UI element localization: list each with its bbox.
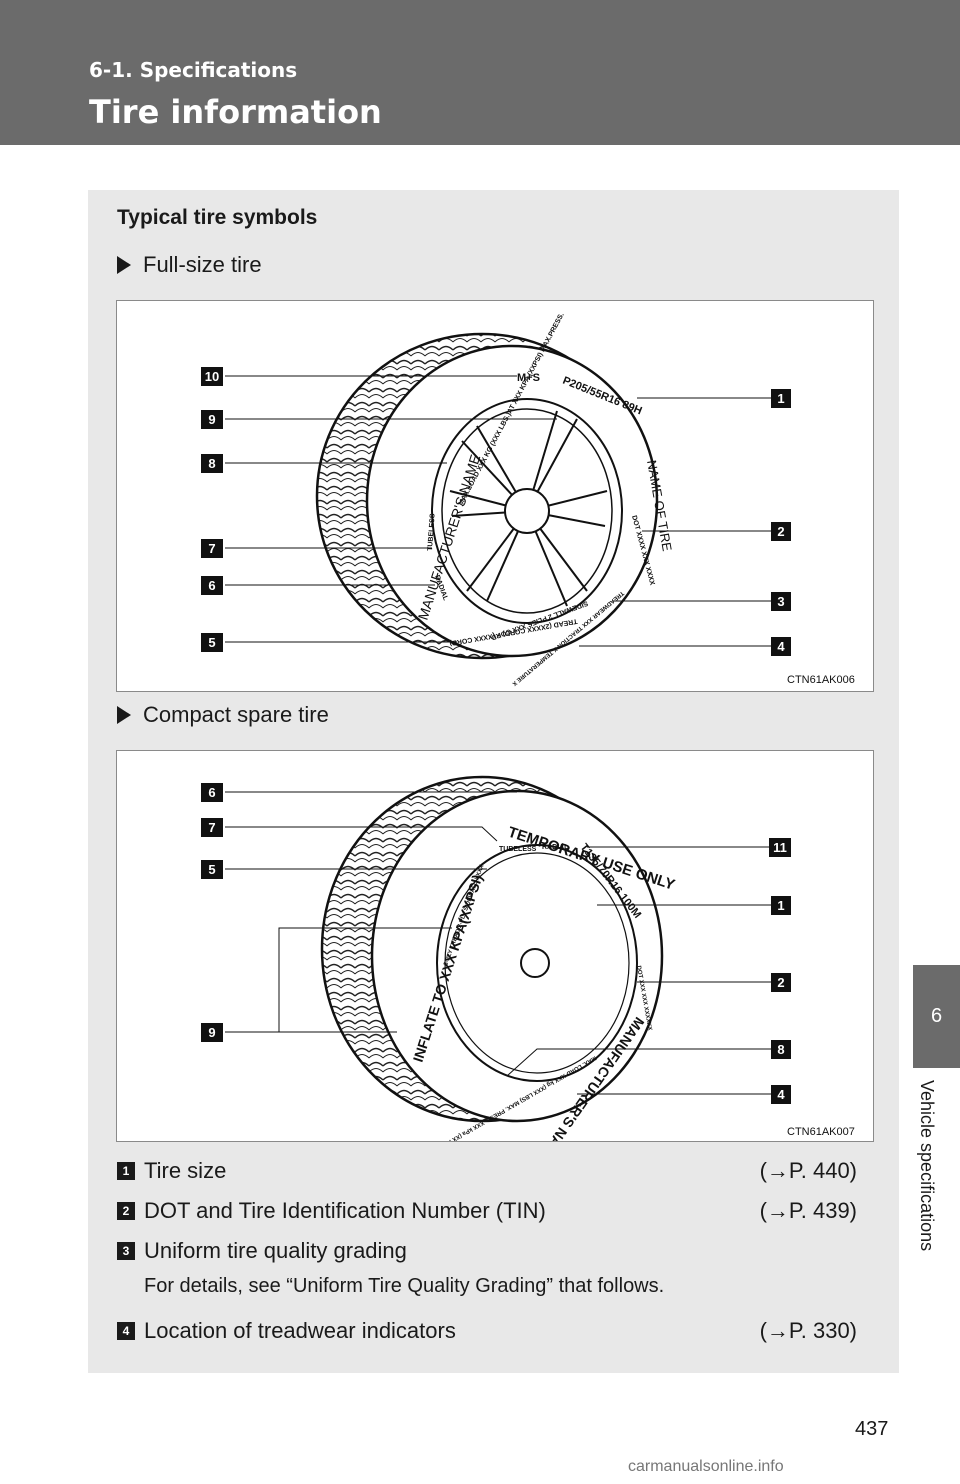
legend-item-dot-tin: 2 DOT and Tire Identification Number (TI… xyxy=(117,1198,857,1224)
full-size-tire-drawing: M+S P205/55R16 89H NAME OF TIRE MANUFACT… xyxy=(201,312,855,686)
page-title: Tire information xyxy=(89,93,382,131)
compact-label: Compact spare tire xyxy=(143,702,329,727)
callout-7: 7 xyxy=(208,820,215,835)
compact-tire-drawing: TEMPORARY USE ONLY T135/70R16 100M TUBEL… xyxy=(201,775,855,1141)
callout-4: 4 xyxy=(777,1087,785,1102)
callout-9: 9 xyxy=(208,1025,215,1040)
full-size-heading: Full-size tire xyxy=(117,252,262,278)
legend-item-tire-size: 1 Tire size (→P. 440) xyxy=(117,1158,857,1184)
callout-6: 6 xyxy=(208,578,215,593)
page-reference-link[interactable]: (→P. 440) xyxy=(759,1158,857,1183)
legend-number-badge: 3 xyxy=(117,1242,135,1260)
legend-item-quality-grading: 3 Uniform tire quality grading xyxy=(117,1238,857,1264)
chapter-tab-label-text: Vehicle specifications xyxy=(917,1080,937,1252)
legend-note: For details, see “Uniform Tire Quality G… xyxy=(144,1275,665,1297)
callout-2: 2 xyxy=(777,524,784,539)
callout-10: 10 xyxy=(205,369,219,384)
legend-label: Tire size xyxy=(144,1158,227,1183)
figure-code: CTN61AK007 xyxy=(787,1126,855,1138)
arrow-right-icon xyxy=(117,706,131,724)
tire-text-radial: RADIAL xyxy=(542,844,569,851)
page-reference-link[interactable]: (→P. 439) xyxy=(759,1198,857,1223)
callout-9: 9 xyxy=(208,412,215,427)
compact-heading: Compact spare tire xyxy=(117,702,329,728)
chapter-header: 6-1. Specifications Tire information xyxy=(0,0,960,145)
section-title: 6-1. Specifications xyxy=(89,58,298,82)
legend-number-badge: 4 xyxy=(117,1322,135,1340)
callout-1: 1 xyxy=(777,898,784,913)
arrow-right-icon xyxy=(117,256,131,274)
callout-6: 6 xyxy=(208,785,215,800)
page-reference-link[interactable]: (→P. 330) xyxy=(759,1318,857,1343)
legend-number-badge: 2 xyxy=(117,1202,135,1220)
tire-text-tubeless: TUBELESS xyxy=(499,846,537,853)
compact-tire-figure: TEMPORARY USE ONLY T135/70R16 100M TUBEL… xyxy=(116,750,874,1142)
callout-11: 11 xyxy=(773,840,787,855)
callout-3: 3 xyxy=(777,594,784,609)
chapter-tab-label: Vehicle specifications xyxy=(917,1080,952,1300)
callout-2: 2 xyxy=(777,975,784,990)
figure-code: CTN61AK006 xyxy=(787,674,855,686)
legend-label: DOT and Tire Identification Number (TIN) xyxy=(144,1198,546,1223)
callout-7: 7 xyxy=(208,541,215,556)
watermark: carmanualsonline.info xyxy=(628,1458,784,1475)
legend-number-badge: 1 xyxy=(117,1162,135,1180)
full-size-label: Full-size tire xyxy=(143,252,262,277)
tire-text-tubeless: TUBELESS xyxy=(427,513,437,551)
legend-label: Uniform tire quality grading xyxy=(144,1238,407,1263)
full-size-tire-figure: M+S P205/55R16 89H NAME OF TIRE MANUFACT… xyxy=(116,300,874,692)
callout-5: 5 xyxy=(208,862,215,877)
page-number: 437 xyxy=(855,1418,889,1440)
callout-4: 4 xyxy=(777,639,785,654)
callout-8: 8 xyxy=(777,1042,784,1057)
callout-1: 1 xyxy=(777,391,784,406)
tire-text-ms: M+S xyxy=(517,372,540,384)
legend-item-treadwear: 4 Location of treadwear indicators (→P. … xyxy=(117,1318,857,1344)
legend-label: Location of treadwear indicators xyxy=(144,1318,456,1343)
chapter-tab[interactable]: 6 xyxy=(913,965,960,1068)
callout-8: 8 xyxy=(208,456,215,471)
callout-5: 5 xyxy=(208,635,215,650)
panel-heading: Typical tire symbols xyxy=(117,206,318,229)
